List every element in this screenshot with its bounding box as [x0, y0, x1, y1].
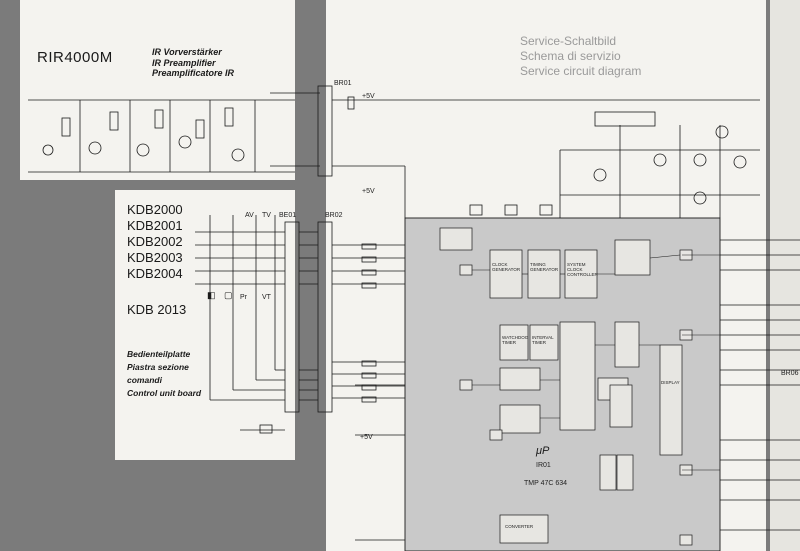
mcu-part: TMP 47C 634 [524, 480, 568, 487]
block-label: DISPLAY [661, 380, 680, 385]
ir-description-line: IR Vorverstärker [152, 47, 222, 57]
keyboard-model: KDB2001 [127, 218, 183, 233]
faded-heading-line: Service circuit diagram [520, 64, 642, 78]
keyboard-panel [115, 190, 295, 460]
supply-label: +5V [362, 93, 375, 100]
ir-description-line: Preamplificatore IR [152, 68, 235, 78]
board-label: Bedienteilplatte Piastra sezione comandi… [127, 348, 201, 400]
supply-label: +5V [360, 434, 373, 441]
faded-heading: Service-Schaltbild Schema di servizio Se… [520, 34, 641, 79]
mcu-symbol: μP [536, 445, 550, 457]
board-label-line: Control unit board [127, 388, 202, 398]
board-label-line: comandi [127, 375, 162, 385]
key-label-pr: Pr [240, 294, 247, 301]
ir-description: IR Vorverstärker IR Preamplifier Preampl… [152, 47, 234, 79]
key-label-vt: VT [262, 294, 271, 301]
board-label-line: Piastra sezione [127, 362, 189, 372]
speaker-icon: ◧ [207, 290, 216, 300]
connector-br02-label: BR02 [325, 212, 343, 219]
keyboard-model-extra: KDB 2013 [127, 302, 187, 317]
right-edge-panel [770, 0, 800, 551]
key-label-tv: TV [262, 212, 271, 219]
block-label: INTERVAL TIMER [532, 335, 554, 345]
ir-preamp-panel [20, 0, 295, 180]
ir-module-title: RIR4000M [37, 49, 113, 66]
mcu-ref: IR01 [536, 462, 551, 469]
keyboard-model: KDB2003 [127, 250, 183, 265]
keyboard-model: KDB2000 [127, 202, 183, 217]
keyboard-model: KDB2004 [127, 266, 183, 281]
supply-label: +5V [362, 188, 375, 195]
block-label: WATCHDOG TIMER [502, 335, 529, 345]
board-label-line: Bedienteilplatte [127, 349, 191, 359]
block-label: CONVERTER [505, 524, 534, 529]
keyboard-model: KDB2002 [127, 234, 183, 249]
ir-description-line: IR Preamplifier [152, 57, 216, 68]
connector-br01-label: BR01 [334, 80, 352, 87]
faded-heading-line: Service-Schaltbild [520, 34, 617, 48]
key-label-av: AV [245, 212, 254, 219]
block-label: TIMING GENERATOR [530, 262, 559, 272]
display-icon: ▢ [224, 290, 233, 300]
block-label: SYSTEM CLOCK CONTROLLER [567, 262, 598, 277]
connector-br06-label: BR06 [781, 370, 799, 377]
faded-heading-line: Schema di servizio [520, 49, 621, 63]
connector-be01-label: BE01 [279, 212, 297, 219]
block-label: CLOCK GENERATOR [492, 262, 521, 272]
keyboard-model-list: KDB2000 KDB2001 KDB2002 KDB2003 KDB2004 [127, 202, 183, 282]
